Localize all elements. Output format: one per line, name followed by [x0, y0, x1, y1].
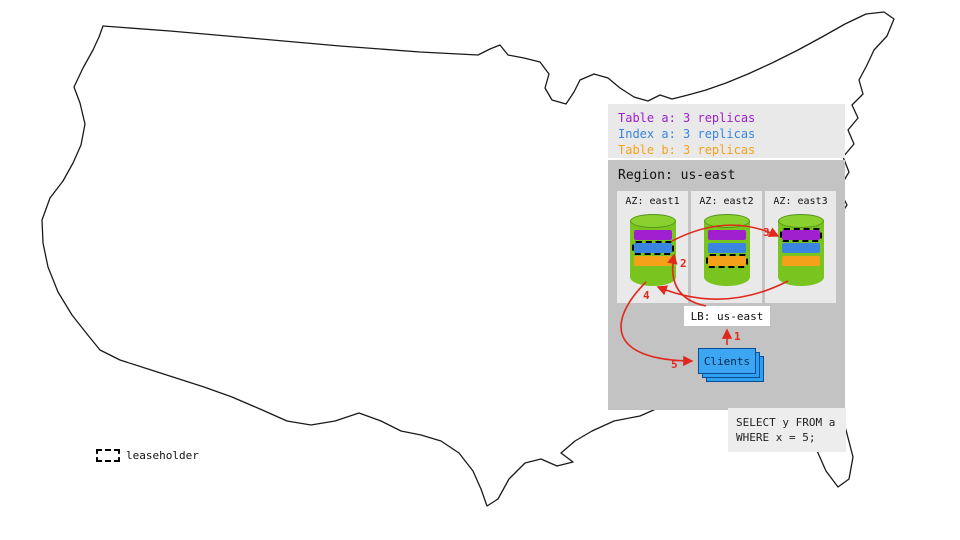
replica-band-table-b [781, 256, 820, 266]
us-map-border [41, 11, 895, 507]
client-card-front: Clients [698, 348, 756, 374]
replica-band-table-a [779, 228, 822, 242]
load-balancer-box: LB: us-east [684, 306, 770, 326]
replica-bands [779, 228, 822, 266]
az-label: AZ: east2 [699, 196, 754, 207]
legend-index-a: Index a: 3 replicas [618, 127, 756, 141]
replica-legend: Table a: 3 replicas Index a: 3 replicas … [608, 104, 845, 158]
replica-band-index-a [781, 243, 820, 253]
database-cylinder [703, 214, 750, 286]
cylinder-top [629, 214, 676, 228]
leaseholder-label: leaseholder [126, 449, 199, 462]
cylinder-top [777, 214, 824, 228]
flow-step-3: 3 [763, 226, 770, 239]
clients-stack: Clients [698, 348, 764, 382]
sql-line-1: SELECT y FROM a [736, 416, 836, 429]
replica-band-table-b [705, 254, 748, 268]
flow-step-4: 4 [643, 289, 650, 302]
replica-bands [705, 230, 748, 268]
replica-bands [631, 230, 674, 266]
flow-step-5: 5 [671, 358, 678, 371]
region-panel: Region: us-east AZ: east1 AZ: east2 [608, 160, 845, 410]
cylinder-top [703, 214, 750, 228]
flow-step-1: 1 [734, 330, 741, 343]
replica-band-index-a [707, 243, 746, 253]
az-box-east1: AZ: east1 [617, 191, 688, 303]
database-cylinder [777, 214, 824, 286]
az-box-east3: AZ: east3 [765, 191, 836, 303]
replica-band-table-a [633, 230, 672, 240]
leaseholder-swatch-icon [96, 449, 120, 462]
az-row: AZ: east1 AZ: east2 [617, 191, 836, 303]
database-cylinder [629, 214, 676, 286]
replica-band-table-a [707, 230, 746, 240]
sql-line-2: WHERE x = 5; [736, 431, 816, 444]
leaseholder-legend: leaseholder [96, 449, 199, 462]
legend-table-b: Table b: 3 replicas [618, 143, 756, 157]
az-label: AZ: east3 [773, 196, 828, 207]
region-title: Region: us-east [618, 168, 736, 183]
replica-band-table-b [633, 256, 672, 266]
az-label: AZ: east1 [625, 196, 680, 207]
legend-table-a: Table a: 3 replicas [618, 111, 756, 125]
sql-query-box: SELECT y FROM a WHERE x = 5; [728, 408, 846, 452]
az-box-east2: AZ: east2 [691, 191, 762, 303]
flow-step-2: 2 [680, 257, 687, 270]
replica-band-index-a [631, 241, 674, 255]
